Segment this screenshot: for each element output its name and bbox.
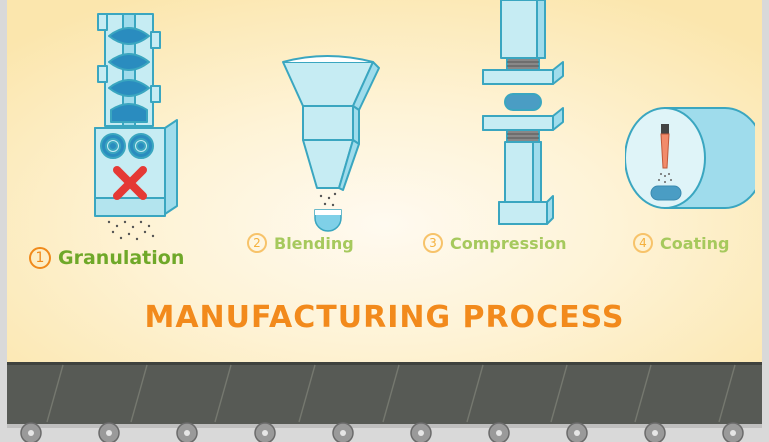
step-coating[interactable]: 4 Coating [633, 233, 730, 253]
step-label: Granulation [58, 247, 185, 269]
page-title: MANUFACTURING PROCESS [144, 300, 625, 335]
step-number-badge: 3 [423, 233, 443, 253]
step-number-badge: 1 [29, 247, 51, 269]
process-stage: 1 Granulation 2 Blending 3 Compression 4… [7, 0, 762, 362]
step-number-badge: 4 [633, 233, 653, 253]
conveyor-belt [7, 362, 762, 442]
step-blending[interactable]: 2 Blending [247, 233, 354, 253]
step-label: Blending [274, 233, 354, 253]
coating-drum-icon [625, 107, 755, 209]
granulator-icon [94, 13, 178, 241]
step-compression[interactable]: 3 Compression [423, 233, 567, 253]
step-granulation[interactable]: 1 Granulation [29, 247, 184, 269]
tablet-press-icon [482, 0, 564, 225]
blender-icon [282, 55, 380, 232]
step-label: Coating [660, 233, 730, 253]
step-number-badge: 2 [247, 233, 267, 253]
step-label: Compression [450, 233, 567, 253]
